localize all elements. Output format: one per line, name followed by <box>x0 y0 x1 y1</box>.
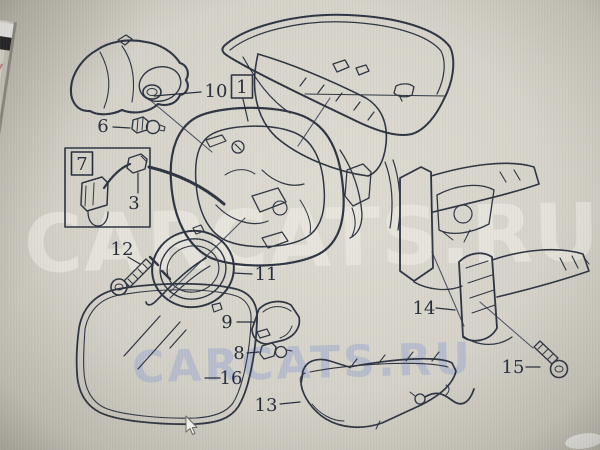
leader-line-1 <box>242 98 249 122</box>
part-8-bulb <box>259 342 293 360</box>
part-label-8[interactable]: 8 <box>233 343 244 364</box>
part-13-lower-cover <box>299 351 457 430</box>
leader-line-13 <box>279 401 301 405</box>
part-10-back-cap <box>69 34 189 116</box>
leader-line-6 <box>112 126 131 129</box>
part-9-signal-housing <box>251 300 301 345</box>
part-label-6[interactable]: 6 <box>97 116 108 137</box>
part-12-screw <box>110 258 153 296</box>
part-15-screw <box>533 340 569 379</box>
hinge-pieces <box>344 159 401 237</box>
mirror-cover-cap <box>221 13 455 136</box>
part-label-11[interactable]: 11 <box>255 264 278 285</box>
label-box-1 <box>230 74 254 99</box>
part-label-3[interactable]: 3 <box>128 193 139 214</box>
detail-box-7 <box>64 147 151 228</box>
dash-marks <box>148 255 172 281</box>
leader-line-8 <box>246 351 260 354</box>
part-label-16[interactable]: 16 <box>220 368 243 389</box>
part-14-foot-bracket <box>458 248 590 346</box>
label-box-7 <box>70 151 94 176</box>
mirror-foot-upper <box>399 162 540 291</box>
leader-line-12 <box>127 256 141 265</box>
leader-line-10 <box>153 91 202 97</box>
part-label-7[interactable]: 7 <box>76 154 87 175</box>
part-label-9[interactable]: 9 <box>221 312 232 333</box>
part-label-15[interactable]: 15 <box>502 357 525 378</box>
mouse-cursor <box>185 415 198 435</box>
part-label-14[interactable]: 14 <box>413 298 436 319</box>
wiring-cable <box>147 165 226 206</box>
glass-shine <box>123 315 187 370</box>
part-label-10[interactable]: 10 <box>205 81 228 102</box>
leader-line-11 <box>232 272 253 275</box>
part-label-12[interactable]: 12 <box>111 239 134 260</box>
leader-line-14 <box>435 307 456 311</box>
wire-clip <box>409 388 475 405</box>
glass-actuator-motor <box>145 224 235 313</box>
part-11-mirror-housing <box>147 106 345 267</box>
part-6-bulb <box>131 116 166 135</box>
screen-glare <box>565 433 600 449</box>
part-label-13[interactable]: 13 <box>255 395 278 416</box>
part-16-mirror-glass <box>75 282 258 426</box>
part-label-1[interactable]: 1 <box>236 77 247 98</box>
